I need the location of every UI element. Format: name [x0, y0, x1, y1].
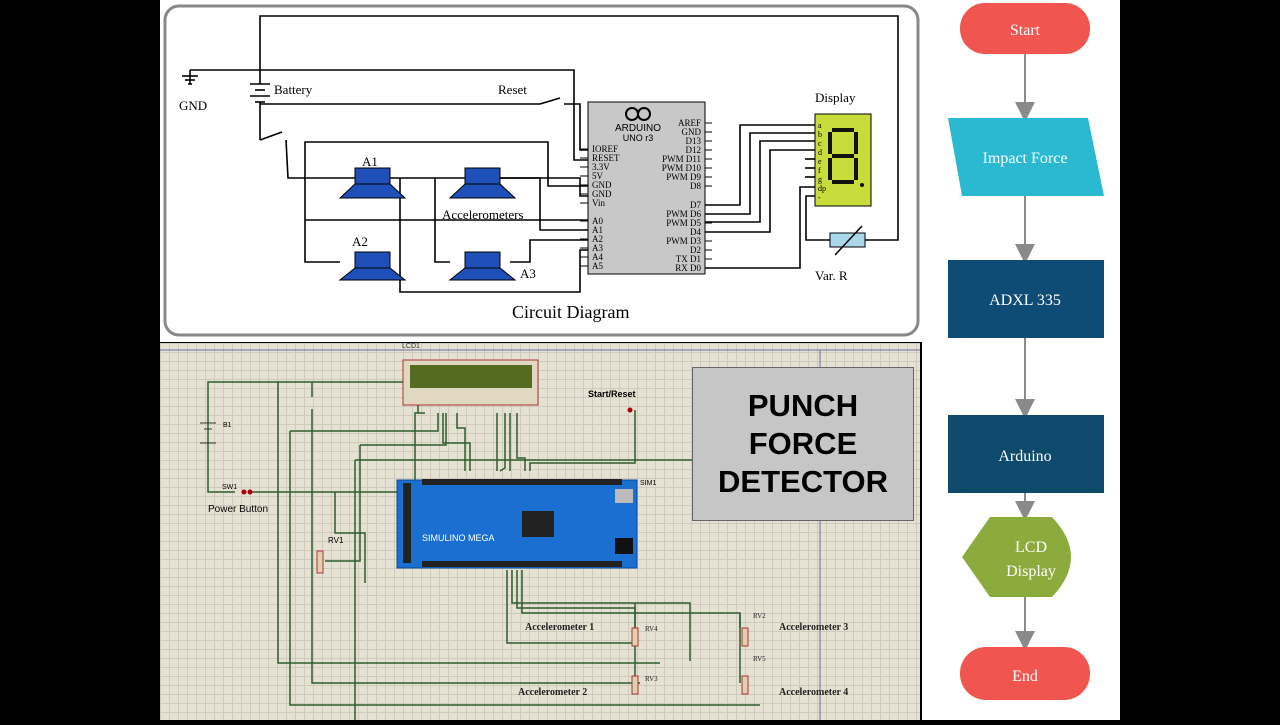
arduino-right-pin-label: D12 — [686, 145, 702, 155]
a3-label: A3 — [520, 266, 536, 281]
arduino-left-pin-label: IOREF — [592, 144, 618, 154]
arduino-right-pin-label: PWM D6 — [666, 209, 701, 219]
title-line-1: PUNCH — [747, 388, 859, 423]
arduino-right-pin-label: D8 — [690, 181, 701, 191]
accelerometer-4-label: Accelerometer 4 — [779, 687, 848, 698]
arduino-left-pin-label: A1 — [592, 225, 603, 235]
arduino-left-pin-label: A3 — [592, 243, 603, 253]
arduino-right-pin-label: D4 — [690, 227, 701, 237]
reset-label: Reset — [498, 82, 527, 97]
a1-label: A1 — [362, 154, 378, 169]
display-label: Display — [815, 90, 856, 105]
board-label: SIMULINO MEGA — [422, 533, 495, 543]
title-line-3: DETECTOR — [718, 464, 888, 499]
display-pin-label: d — [818, 148, 822, 157]
circuit-caption: Circuit Diagram — [512, 302, 629, 322]
arduino-model: UNO r3 — [623, 133, 654, 143]
flow-lcd-display — [962, 517, 1071, 597]
flow-end-label: End — [1012, 668, 1038, 685]
accelerometer-2-label: Accelerometer 2 — [518, 687, 587, 698]
variable-resistor — [829, 232, 866, 248]
start-reset-label[interactable]: Start/Reset — [588, 389, 636, 399]
arduino-right-pin-label: D7 — [690, 200, 701, 210]
power-button-label[interactable]: Power Button — [208, 504, 268, 515]
display-pin-label: f — [818, 166, 821, 175]
arduino-right-pin-label: PWM D5 — [666, 218, 701, 228]
title-line-2: FORCE — [748, 426, 858, 461]
switch-label: SW1 — [222, 484, 237, 491]
arduino-right-pin-label: AREF — [678, 118, 701, 128]
rv3-label: RV3 — [645, 675, 658, 683]
rv5-label: RV5 — [753, 655, 766, 663]
arduino-right-pin-label: PWM D10 — [662, 163, 702, 173]
display-pin-label: - — [818, 193, 821, 202]
project-title-box: PUNCH FORCE DETECTOR — [692, 367, 914, 521]
lcd-label: LCD1 — [402, 343, 420, 350]
flow-lcd-label-line2: Display — [1006, 563, 1056, 580]
arduino-left-pin-label: GND — [592, 189, 612, 199]
gnd-label: GND — [179, 98, 207, 113]
flowchart-panel: Start Impact Force ADXL 335 Arduino LCD … — [922, 0, 1120, 720]
display-pin-label: e — [818, 157, 822, 166]
a2-label: A2 — [352, 234, 368, 249]
arduino-brand: ARDUINO — [615, 123, 661, 134]
rv1-label: RV1 — [328, 536, 344, 545]
simulino-mega-board — [396, 479, 638, 569]
display-pin-label: b — [818, 130, 822, 139]
flow-end — [960, 647, 1090, 700]
arduino-right-pin-label: PWM D3 — [666, 236, 701, 246]
arduino-right-pin-label: PWM D9 — [666, 172, 701, 182]
arduino-right-pin-label: RX D0 — [675, 263, 701, 273]
circuit-diagram: ARDUINO UNO r3 IOREFRESET3.3V5VGNDGNDVin… — [163, 4, 920, 337]
rv2-label: RV2 — [753, 612, 766, 620]
battery-label: Battery — [274, 82, 313, 97]
flow-adxl335 — [948, 260, 1104, 338]
arduino-right-pin-label: TX D1 — [676, 254, 701, 264]
arduino-left-pin-label: A4 — [592, 252, 603, 262]
flow-impact-force-label: Impact Force — [983, 150, 1068, 167]
var-r-label: Var. R — [815, 268, 848, 283]
arduino-left-pin-label: GND — [592, 180, 612, 190]
arduino-left-pin-label: A5 — [592, 261, 603, 271]
arduino-uno — [587, 101, 706, 275]
flow-start — [960, 3, 1090, 54]
battery-label: B1 — [223, 422, 232, 429]
simulation-panel: LCD1 B1 SW1 Power Button RV1 Start/Reset… — [160, 343, 920, 720]
flow-start-label: Start — [1010, 22, 1041, 39]
arduino-left-pin-label: 3.3V — [592, 162, 610, 172]
arduino-left-pin-label: A2 — [592, 234, 603, 244]
proteus-schematic: LCD1 B1 SW1 Power Button RV1 Start/Reset… — [160, 343, 920, 720]
arduino-right-pin-label: D13 — [686, 136, 702, 146]
flow-arduino-label: Arduino — [998, 448, 1051, 465]
arduino-left-pin-label: A0 — [592, 216, 603, 226]
arduino-right-pin-label: GND — [682, 127, 702, 137]
sim1-label: SIM1 — [640, 480, 656, 487]
arduino-left-pin-label: 5V — [592, 171, 604, 181]
arduino-right-pin-label: D2 — [690, 245, 701, 255]
accelerometer-1-label: Accelerometer 1 — [525, 622, 594, 633]
accelerometers-label: Accelerometers — [442, 207, 524, 222]
flow-lcd-label-line1: LCD — [1015, 539, 1047, 556]
display-pin-label: g — [818, 175, 822, 184]
flow-arduino — [948, 415, 1104, 493]
flowchart: Start Impact Force ADXL 335 Arduino LCD … — [948, 3, 1104, 700]
flow-impact-force — [948, 118, 1104, 196]
accelerometer-3-label: Accelerometer 3 — [779, 622, 848, 633]
rv4-label: RV4 — [645, 625, 658, 633]
arduino-left-pin-label: Vin — [592, 198, 605, 208]
arduino-left-pin-label: RESET — [592, 153, 620, 163]
display-pin-label: dp — [818, 184, 826, 193]
display-pin-label: c — [818, 139, 822, 148]
display-pin-label: a — [818, 121, 822, 130]
flow-adxl335-label: ADXL 335 — [989, 292, 1061, 309]
arduino-right-pin-label: PWM D11 — [662, 154, 701, 164]
